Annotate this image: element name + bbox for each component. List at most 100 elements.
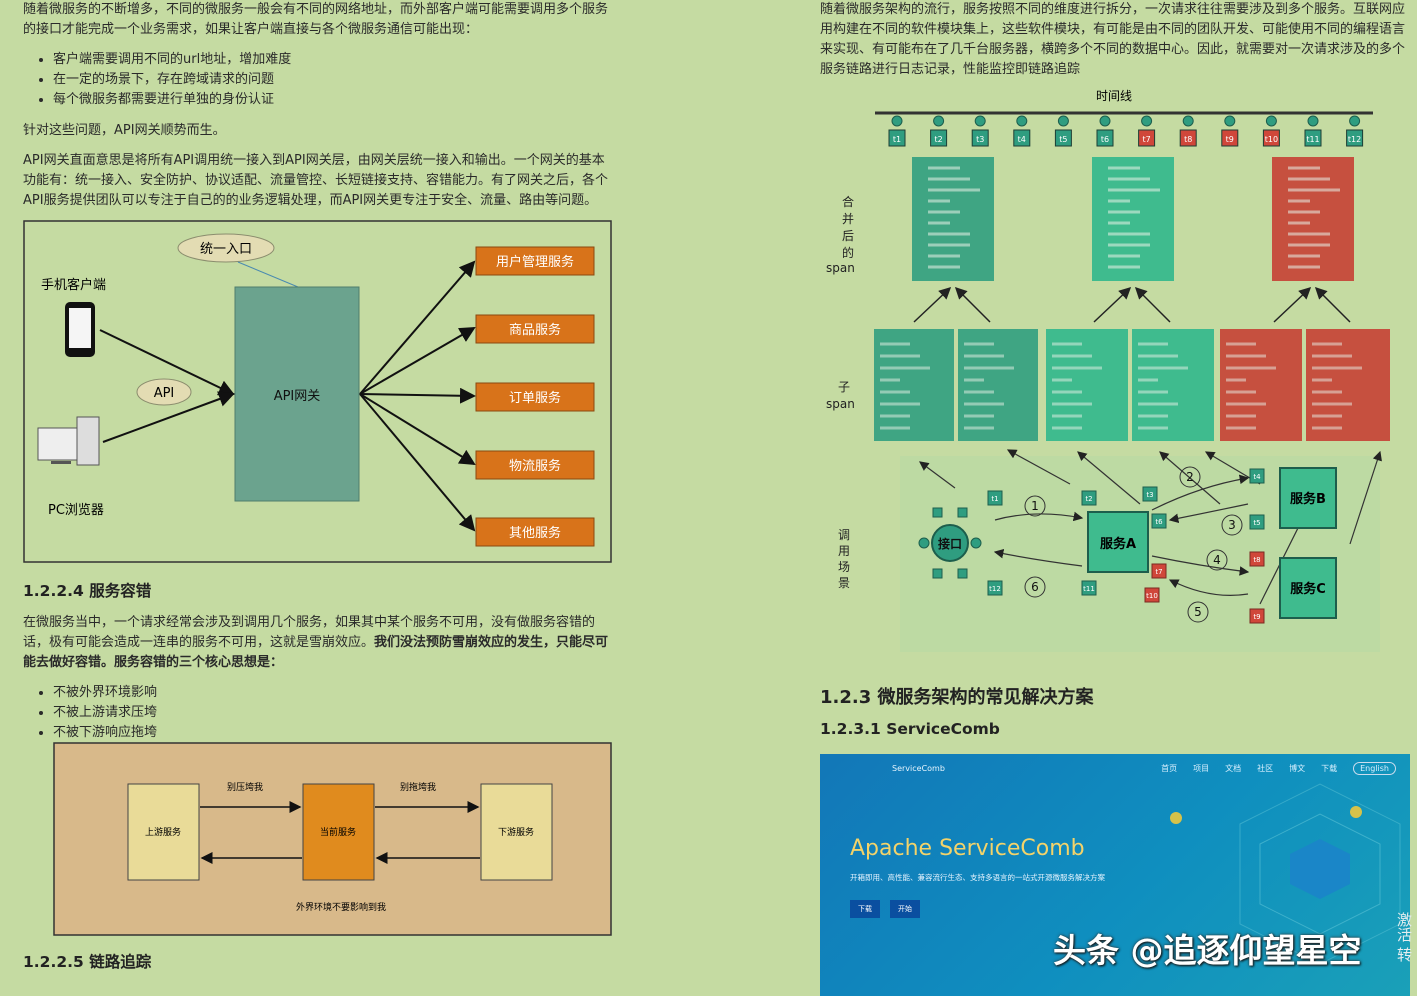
servicecomb-logo: ServiceComb — [892, 764, 945, 773]
servicecomb-title: Apache ServiceComb — [850, 836, 1085, 861]
svg-text:其他服务: 其他服务 — [509, 525, 561, 541]
svg-text:t6: t6 — [1155, 518, 1163, 526]
merged-span-label: 合 并 后 的 span — [826, 194, 855, 275]
timeline-tick-label: t5 — [1059, 135, 1067, 144]
list-item: 在一定的场景下，存在跨域请求的问题 — [53, 70, 613, 90]
timeline-point — [1141, 115, 1153, 127]
svg-text:t8: t8 — [1253, 556, 1260, 564]
trace-intro-2: 用构建在不同的软件模块集上，这些软件模块，有可能是由不同的团队开发、可能使用不同… — [820, 22, 1406, 37]
timeline-tick-label: t8 — [1184, 135, 1192, 144]
child-span-label: 子 span — [826, 380, 855, 411]
timeline-tag — [1262, 129, 1280, 147]
svg-text:6: 6 — [1031, 580, 1039, 594]
nav-community[interactable]: 社区 — [1257, 764, 1274, 773]
upstream-label: 上游服务 — [145, 826, 181, 838]
service-box-product: 商品服务 — [475, 314, 595, 344]
timeline-point — [1224, 115, 1236, 127]
svg-text:物流服务: 物流服务 — [509, 458, 561, 474]
svg-text:t3: t3 — [1146, 491, 1153, 499]
svg-text:后: 后 — [842, 229, 854, 243]
svg-text:接口: 接口 — [938, 536, 962, 551]
timeline-tag — [1179, 129, 1197, 147]
svg-text:合: 合 — [842, 194, 854, 209]
timeline-tag — [1138, 129, 1156, 147]
gateway-intro: 针对这些问题，API网关顺势而生。 — [23, 123, 226, 138]
child-span-2 — [958, 329, 1038, 441]
timeline-point — [1182, 115, 1194, 127]
svg-text:t5: t5 — [1253, 519, 1260, 527]
timeline-point — [891, 115, 903, 127]
gateway-desc-1: API网关直面意思是将所有API调用统一接入到API网关层，由网关层统一接入和输… — [23, 153, 605, 168]
timeline-tag — [888, 129, 906, 147]
svg-text:景: 景 — [838, 576, 850, 590]
timeline-tag — [1221, 129, 1239, 147]
gateway-desc-3: API服务提供团队可以专注于自己的的业务逻辑处理，而API网关更专注于安全、流量… — [23, 193, 598, 208]
service-box-user: 用户管理服务 — [475, 246, 595, 276]
timeline-tick-label: t4 — [1018, 135, 1026, 144]
fault-desc-3: 能去做好容错。服务容错的三个核心思想是： — [23, 655, 284, 670]
timeline-label: 时间线 — [1096, 89, 1132, 103]
nav-home[interactable]: 首页 — [1161, 764, 1178, 773]
child-span-5 — [1220, 329, 1302, 441]
timeline-tag — [1096, 129, 1114, 147]
gateway-label: API网关 — [274, 389, 321, 404]
mobile-label: 手机客户端 — [41, 277, 106, 293]
svg-text:span: span — [826, 397, 855, 411]
timeline-point — [1057, 115, 1069, 127]
list-item: 客户端需要调用不同的url地址，增加难度 — [53, 50, 613, 70]
svg-text:t7: t7 — [1155, 568, 1162, 576]
watermark-side: 激活 转 — [1395, 912, 1413, 962]
svg-text:t12: t12 — [989, 585, 1001, 593]
timeline-tick-label: t10 — [1265, 135, 1278, 144]
timeline-point — [1349, 115, 1361, 127]
api-gateway-diagram: 统一入口 手机客户端 PC浏览器 API API网关 用户管理服务 商品服务 订… — [23, 220, 612, 563]
service-b-node: 服务B — [1279, 467, 1337, 529]
timeline-point — [974, 115, 986, 127]
phone-icon — [65, 302, 95, 357]
nav-blog[interactable]: 博文 — [1289, 764, 1306, 773]
nav-docs[interactable]: 文档 — [1225, 764, 1242, 773]
entry-label: 统一入口 — [200, 242, 252, 257]
scene-time-tags: t1 t2 t3 t4 t5 t6 t7 t8 t9 t10 t11 t12 — [987, 468, 1265, 624]
svg-text:t11: t11 — [1083, 585, 1095, 593]
list-item: 不被上游请求压垮 — [53, 703, 613, 723]
trace-intro-1: 随着微服务架构的流行，服务按照不同的维度进行拆分，一次请求往往需要涉及到多个服务… — [820, 2, 1406, 17]
label-no-drag: 别拖垮我 — [400, 781, 436, 793]
timeline-tick-label: t7 — [1142, 135, 1150, 144]
service-box-order: 订单服务 — [475, 382, 595, 412]
service-box-other: 其他服务 — [475, 517, 595, 547]
svg-text:2: 2 — [1186, 470, 1194, 484]
servicecomb-screenshot: ServiceComb 首页 项目 文档 社区 博文 下载 English Ap… — [820, 754, 1410, 996]
svg-text:用: 用 — [838, 544, 850, 558]
label-no-overload: 别压垮我 — [227, 781, 263, 793]
start-button[interactable]: 开始 — [890, 900, 920, 918]
svg-text:t9: t9 — [1253, 613, 1260, 621]
gateway-node: 接口 — [918, 507, 982, 579]
timeline-tick-label: t11 — [1306, 135, 1319, 144]
section-fault-tolerance: 1.2.2.4 服务容错 — [23, 582, 152, 600]
timeline-tag — [1054, 129, 1072, 147]
timeline-tag — [1013, 129, 1031, 147]
child-span-1 — [874, 329, 954, 441]
label-env: 外界环境不要影响到我 — [296, 901, 386, 913]
list-item: 不被外界环境影响 — [53, 683, 613, 703]
timeline-tick-label: t12 — [1348, 135, 1361, 144]
trace-intro-3: 来实现、有可能布在了几千台服务器，横跨多个不同的数据中心。因此，就需要对一次请求… — [820, 42, 1406, 57]
trace-intro-4: 服务链路进行日志记录，性能监控即链路追踪 — [820, 62, 1081, 77]
child-span-6 — [1306, 329, 1390, 441]
timeline-tag — [1304, 129, 1322, 147]
section-servicecomb: 1.2.3.1 ServiceComb — [820, 720, 1000, 738]
svg-text:span: span — [826, 261, 855, 275]
service-box-logistics: 物流服务 — [475, 450, 595, 480]
language-button[interactable]: English — [1353, 762, 1396, 775]
svg-text:商品服务: 商品服务 — [509, 322, 561, 338]
timeline-tick-label: t9 — [1226, 135, 1234, 144]
timeline-tick-label: t2 — [934, 135, 942, 144]
download-button[interactable]: 下载 — [850, 900, 880, 918]
nav-download[interactable]: 下载 — [1321, 764, 1338, 773]
timeline-point — [1265, 115, 1277, 127]
svg-text:3: 3 — [1228, 518, 1236, 532]
nav-projects[interactable]: 项目 — [1193, 764, 1210, 773]
svg-text:t10: t10 — [1146, 592, 1158, 600]
list-item: 不被下游响应拖垮 — [53, 723, 613, 743]
